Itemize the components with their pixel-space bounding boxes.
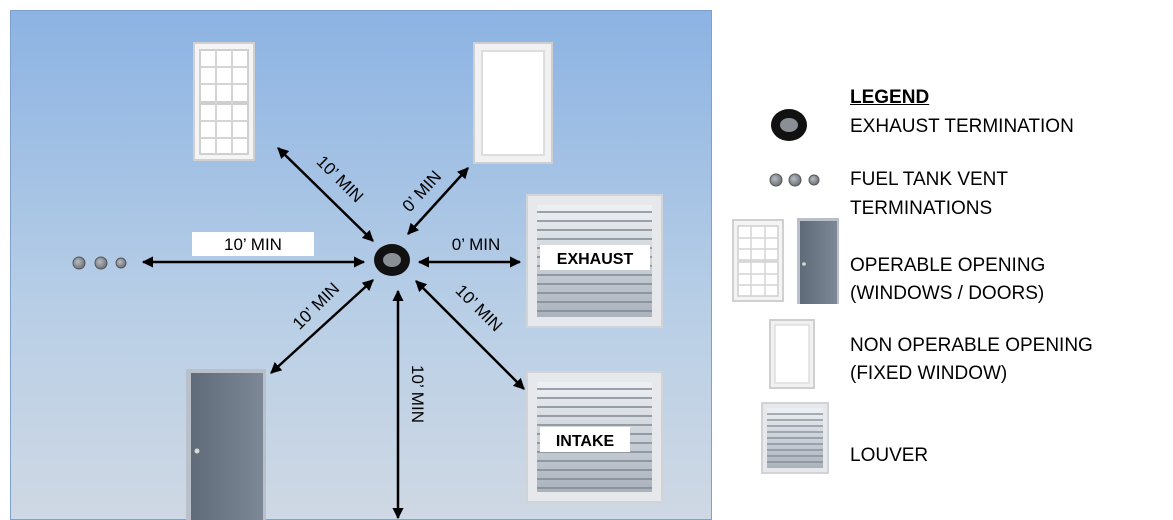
dist-up-right-label: 0’ MIN	[399, 167, 446, 216]
dist-up-left-label: 10’ MIN	[313, 152, 367, 206]
dist-down-label: 10’ MIN	[408, 365, 427, 423]
legend-operable-window-icon	[732, 219, 784, 302]
arrow-down-right	[415, 280, 525, 390]
fuel-tank-vents	[72, 256, 127, 270]
legend-exhaust-label: EXHAUST TERMINATION	[850, 116, 1074, 137]
legend-louver-icon	[761, 402, 829, 474]
operable-window	[193, 42, 255, 161]
dist-down-left-label: 10’ MIN	[289, 279, 343, 333]
dist-right-label: 0’ MIN	[452, 235, 501, 254]
intake-label: INTAKE	[556, 433, 615, 450]
dist-left-label: 10’ MIN	[224, 235, 282, 254]
legend-door-icon	[797, 218, 839, 304]
legend-fixed-window-icon	[769, 319, 815, 389]
dist-left-box	[192, 232, 314, 256]
arrow-up-left	[277, 147, 374, 242]
legend-fuel-line1: FUEL TANK VENT	[850, 169, 1009, 190]
arrow-up-right	[407, 167, 469, 235]
legend-nonop-line1: NON OPERABLE OPENING	[850, 335, 1093, 356]
fixed-window	[473, 42, 553, 164]
legend-nonop-line2: (FIXED WINDOW)	[850, 363, 1008, 384]
legend-operable-line1: OPERABLE OPENING	[850, 255, 1046, 276]
legend-exhaust-icon	[771, 109, 807, 141]
legend-title: LEGEND	[850, 87, 930, 108]
legend-louver-label: LOUVER	[850, 445, 929, 466]
legend-operable-line2: (WINDOWS / DOORS)	[850, 283, 1045, 304]
legend-fuel-vent-icon	[769, 173, 820, 187]
intake-louver	[526, 371, 663, 503]
legend-fuel-line2: TERMINATIONS	[850, 198, 993, 219]
arrow-down-left	[270, 279, 374, 374]
exhaust-louver	[526, 194, 663, 328]
door	[186, 369, 266, 520]
exhaust-termination	[374, 244, 410, 276]
dist-down-right-label: 10’ MIN	[452, 281, 506, 335]
exhaust-label: EXHAUST	[557, 251, 634, 268]
